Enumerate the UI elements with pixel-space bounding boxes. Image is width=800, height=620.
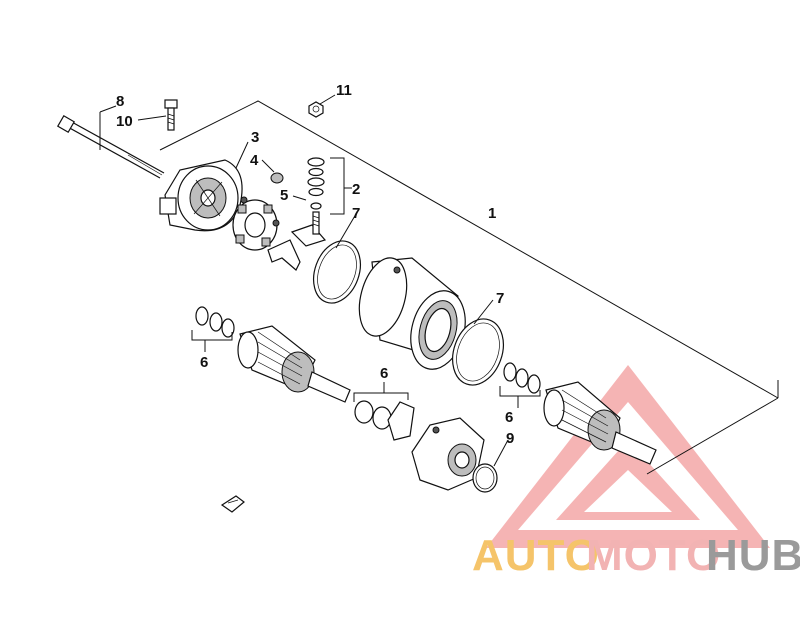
assembly-bracket-1 bbox=[159, 100, 779, 475]
rear-end-cover bbox=[159, 159, 243, 232]
callout-6-left: 6 bbox=[200, 354, 208, 371]
callout-6-center: 6 bbox=[380, 365, 388, 382]
flange-bolt bbox=[164, 99, 178, 131]
callout-3: 3 bbox=[251, 129, 259, 146]
shim-washers-center bbox=[354, 400, 415, 441]
callout-7-rear: 7 bbox=[352, 205, 360, 222]
shim-washers-right bbox=[503, 362, 541, 394]
callout-10: 10 bbox=[116, 113, 133, 130]
through-bolt bbox=[56, 114, 165, 179]
callout-5: 5 bbox=[280, 187, 288, 204]
watermark-logo-icon bbox=[486, 365, 770, 548]
drive-end-housing bbox=[411, 417, 485, 491]
watermark-moto: MOTO bbox=[586, 531, 721, 580]
armature-left bbox=[237, 325, 351, 403]
watermark-wordmark: AUTO MOTO HUB bbox=[472, 531, 800, 580]
callout-6-right: 6 bbox=[505, 409, 513, 426]
armature-right bbox=[543, 381, 657, 465]
motor-yoke bbox=[358, 257, 466, 370]
o-ring-rear bbox=[313, 240, 361, 304]
callout-1: 1 bbox=[488, 205, 496, 222]
callout-4: 4 bbox=[250, 152, 259, 169]
callout-9: 9 bbox=[506, 430, 514, 447]
o-ring-drive bbox=[472, 463, 498, 493]
callout-8: 8 bbox=[116, 93, 124, 110]
shim-washers-left bbox=[195, 306, 235, 338]
brush-spring bbox=[270, 172, 284, 184]
terminal-bolt-stack bbox=[307, 157, 325, 235]
callout-2: 2 bbox=[352, 181, 360, 198]
terminal-nut bbox=[308, 101, 324, 118]
brush-terminal bbox=[267, 224, 327, 271]
callout-7-front: 7 bbox=[496, 290, 504, 307]
watermark-auto: AUTO bbox=[472, 531, 600, 580]
brush-holder bbox=[232, 196, 280, 251]
watermark-hub: HUB bbox=[706, 531, 800, 580]
o-ring-front bbox=[452, 318, 504, 386]
callout-11: 11 bbox=[336, 82, 352, 99]
leader-lines bbox=[99, 94, 541, 467]
model-id-icon bbox=[220, 495, 245, 513]
